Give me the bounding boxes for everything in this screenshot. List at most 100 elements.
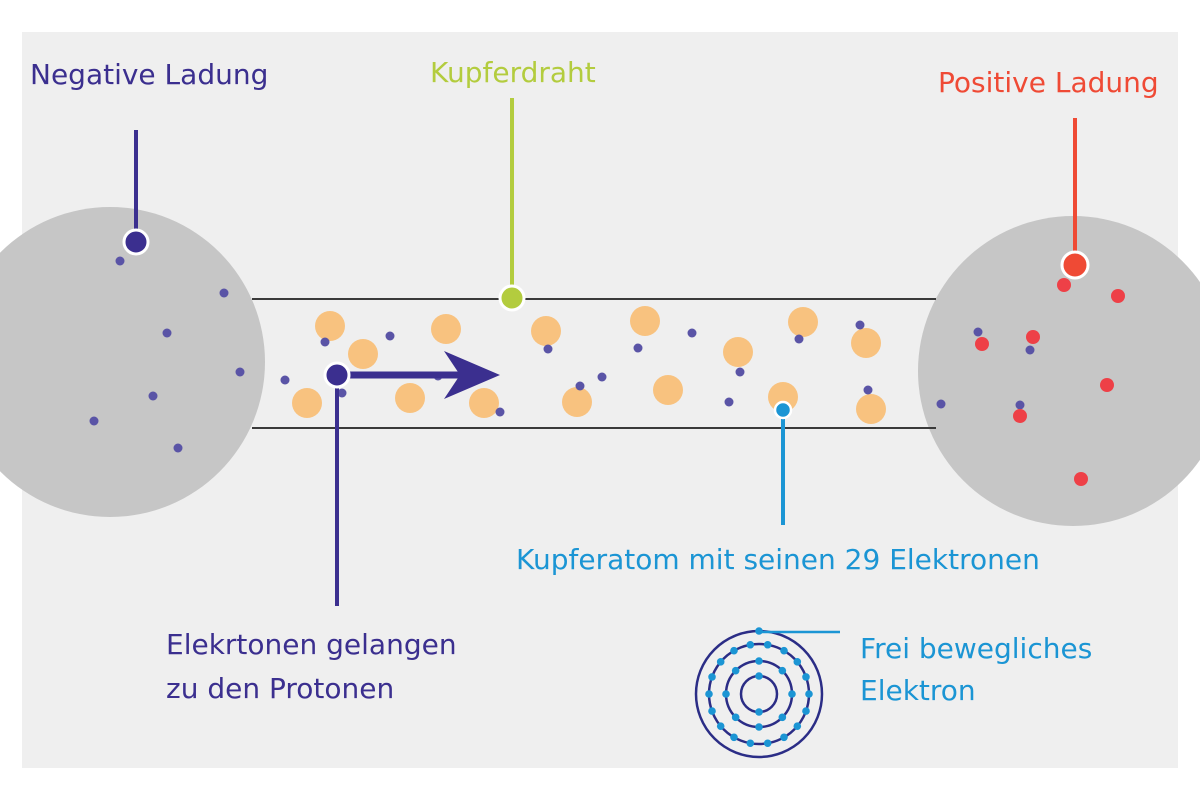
free-electron-label: Frei bewegliches Elektron	[860, 628, 1092, 712]
shell-electron	[731, 666, 740, 675]
electron	[724, 397, 734, 407]
shell-electron	[746, 739, 755, 748]
electron	[863, 385, 873, 395]
electron	[794, 334, 804, 344]
positive-charge-label: Positive Ladung	[938, 66, 1159, 99]
shell-electron	[780, 646, 788, 655]
electron	[735, 367, 745, 377]
copper-atom	[851, 328, 881, 358]
copper-atom-marker	[773, 400, 793, 420]
proton	[1111, 289, 1125, 303]
shell-electron	[805, 690, 813, 698]
electron	[89, 416, 99, 426]
electron	[687, 328, 697, 338]
shell-electron	[708, 673, 716, 681]
shell-electron	[802, 707, 810, 715]
negative-charge-label: Negative Ladung	[30, 58, 269, 91]
shell-electron	[755, 657, 763, 665]
copper-atom	[531, 316, 561, 346]
electron-flow-marker	[323, 361, 351, 389]
electron	[173, 443, 183, 453]
electron	[575, 381, 585, 391]
proton	[1074, 472, 1088, 486]
electron	[973, 327, 983, 337]
shell-electron	[716, 658, 725, 666]
proton	[1100, 378, 1114, 392]
electron	[115, 256, 125, 266]
electron-flow-label: Elekrtonen gelangen zu den Protonen	[166, 623, 457, 711]
free-electron-label-line-1: Frei bewegliches	[860, 632, 1093, 665]
proton	[1057, 278, 1071, 292]
free-electron-label-line-2: Elektron	[860, 674, 976, 707]
copper-atom	[788, 307, 818, 337]
electron	[235, 367, 245, 377]
shell-electron	[722, 690, 730, 698]
protons	[975, 278, 1125, 486]
copper-atom-label: Kupferatom mit seinen 29 Elektronen	[516, 543, 1040, 576]
proton	[1026, 330, 1040, 344]
electron	[543, 344, 553, 354]
shell-electron	[731, 713, 740, 722]
copper-atom	[315, 311, 345, 341]
proton	[1013, 409, 1027, 423]
copper-atoms	[292, 306, 886, 424]
shell-electron	[793, 658, 802, 666]
negative-charge-marker	[122, 228, 150, 256]
shell-electron	[730, 733, 738, 742]
electron	[633, 343, 643, 353]
electron	[219, 288, 229, 298]
electron	[936, 399, 946, 409]
positive-sphere	[918, 216, 1200, 526]
shell-electron	[802, 673, 810, 681]
shell-electron	[763, 640, 772, 649]
shell-electron	[788, 690, 796, 698]
copper-wire-marker	[498, 284, 526, 312]
shell-electron	[778, 666, 787, 675]
copper-atom	[856, 394, 886, 424]
electron	[855, 320, 865, 330]
copper-atom	[431, 314, 461, 344]
shell-electron	[778, 713, 787, 722]
copper-atom	[630, 306, 660, 336]
electron	[337, 388, 347, 398]
shell-electron	[780, 733, 788, 742]
shell-electron	[705, 690, 713, 698]
copper-atom	[348, 339, 378, 369]
copper-wire-tube	[220, 299, 980, 427]
copper-atom	[395, 383, 425, 413]
electron-flow-label-line-1: Elekrtonen gelangen	[166, 628, 457, 661]
electron	[148, 391, 158, 401]
proton	[975, 337, 989, 351]
shell-electron	[763, 739, 772, 748]
shell-electron	[730, 646, 738, 655]
electron	[597, 372, 607, 382]
shell-electron	[755, 723, 763, 731]
copper-atom	[653, 375, 683, 405]
electron	[320, 337, 330, 347]
electron	[1015, 400, 1025, 410]
copper-atom	[562, 387, 592, 417]
shell-electron	[708, 707, 716, 715]
electron	[162, 328, 172, 338]
electron	[385, 331, 395, 341]
copper-atom	[768, 382, 798, 412]
shell-electron	[793, 722, 802, 730]
electron	[1025, 345, 1035, 355]
copper-atom	[469, 388, 499, 418]
right-arrow-head-icon	[444, 351, 500, 399]
shell-electron	[716, 722, 725, 730]
shell-electron	[755, 708, 763, 716]
copper-wire-label: Kupferdraht	[430, 56, 596, 89]
positive-charge-marker	[1060, 250, 1090, 280]
negative-sphere	[0, 207, 265, 517]
shell-electron	[746, 640, 755, 649]
copper-atom	[723, 337, 753, 367]
electron	[280, 375, 290, 385]
shell-electrons	[705, 627, 813, 748]
free-electrons	[89, 256, 1035, 453]
electron	[495, 407, 505, 417]
shell-electron	[755, 672, 763, 680]
electron-flow-label-line-2: zu den Protonen	[166, 672, 395, 705]
